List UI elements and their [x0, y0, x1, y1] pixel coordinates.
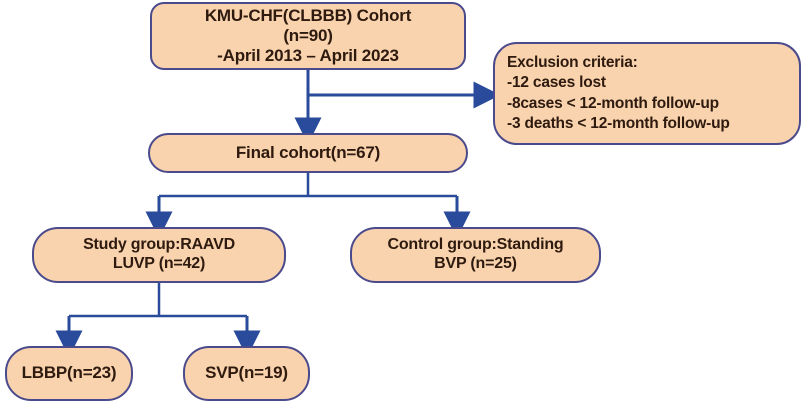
node-exclusion-criteria-line-2: -12 cases lost [507, 74, 606, 92]
connector-final-to-groups [145, 173, 471, 239]
node-study-group: Study group:RAAVD LUVP (n=42) [32, 227, 286, 283]
node-control-group: Control group:Standing BVP (n=25) [350, 227, 601, 283]
node-lbbp-line-1: LBBP(n=23) [21, 363, 117, 383]
connector-study-to-subgroups [55, 283, 261, 358]
node-svp-line-1: SVP(n=19) [205, 363, 288, 383]
node-exclusion-criteria: Exclusion criteria: -12 cases lost -8cas… [493, 42, 801, 145]
node-kmu-chf-cohort-line-3: -April 2013 – April 2023 [217, 46, 399, 66]
node-exclusion-criteria-line-3: -8cases < 12-month follow-up [507, 94, 719, 112]
node-study-group-line-1: Study group:RAAVD [83, 236, 235, 254]
node-study-group-line-2: LUVP (n=42) [112, 255, 206, 272]
node-exclusion-criteria-line-1: Exclusion criteria: [507, 54, 638, 72]
node-lbbp: LBBP(n=23) [5, 346, 133, 401]
node-kmu-chf-cohort-line-2: (n=90) [283, 25, 333, 45]
node-control-group-line-2: BVP (n=25) [434, 255, 517, 272]
node-kmu-chf-cohort-line-1: KMU-CHF(CLBBB) Cohort [204, 5, 412, 25]
node-final-cohort-line-1: Final cohort(n=67) [235, 142, 381, 162]
node-svp: SVP(n=19) [183, 346, 310, 401]
node-kmu-chf-cohort: KMU-CHF(CLBBB) Cohort (n=90) -April 2013… [150, 2, 466, 70]
node-final-cohort: Final cohort(n=67) [148, 133, 468, 173]
node-control-group-line-1: Control group:Standing [387, 236, 564, 254]
node-exclusion-criteria-line-4: -3 deaths < 12-month follow-up [507, 114, 730, 132]
